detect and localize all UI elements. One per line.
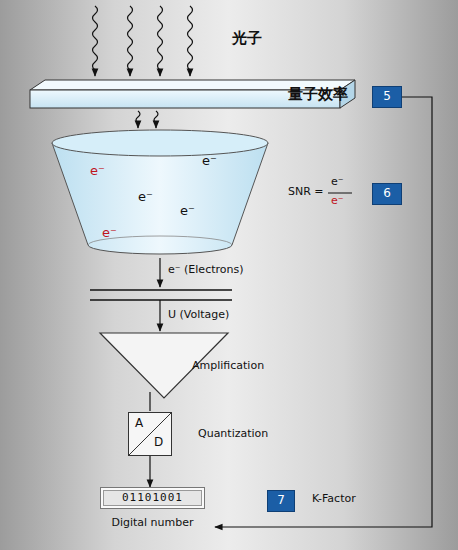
stage-label: Amplification bbox=[192, 360, 264, 373]
signal-chain bbox=[90, 258, 232, 411]
ad-converter: AD bbox=[128, 412, 172, 456]
callout-box: 7 bbox=[267, 490, 295, 512]
efficiency-label: 量子效率 bbox=[288, 86, 348, 103]
electron-symbol: e⁻ bbox=[202, 154, 217, 169]
fraction-bar bbox=[328, 193, 352, 194]
callout-number: 7 bbox=[277, 494, 285, 508]
electron-waves bbox=[136, 111, 158, 128]
callout-number: 5 bbox=[383, 90, 391, 104]
signal-label: e⁻ (Electrons) bbox=[168, 264, 244, 277]
converter-letter: A bbox=[135, 417, 143, 431]
formula-label: SNR = bbox=[288, 186, 324, 199]
electron-symbol: e⁻ bbox=[102, 226, 117, 241]
formula-numerator: e⁻ bbox=[331, 176, 344, 189]
photon-waves bbox=[93, 6, 193, 76]
pixel-well: e⁻ e⁻ e⁻ e⁻ e⁻ bbox=[50, 128, 270, 256]
display-panel: 01101001 bbox=[100, 487, 205, 509]
connector-arrow bbox=[149, 456, 150, 487]
callout-box: 5 bbox=[372, 86, 402, 108]
digital-display: 01101001Digital number bbox=[90, 487, 215, 535]
display-caption: Digital number bbox=[111, 517, 193, 530]
electron-symbol: e⁻ bbox=[138, 190, 153, 205]
formula-denominator: e⁻ bbox=[331, 195, 344, 208]
electron-symbol: e⁻ bbox=[180, 204, 195, 219]
sensor-slab bbox=[30, 80, 355, 108]
factor-label: K-Factor bbox=[312, 493, 356, 506]
converter-letter: D bbox=[154, 436, 163, 450]
electron-symbol: e⁻ bbox=[90, 164, 105, 179]
well-outline bbox=[50, 128, 270, 256]
callout-number: 6 bbox=[383, 187, 391, 201]
digital-value: 01101001 bbox=[122, 492, 183, 505]
stage-label: Quantization bbox=[198, 428, 268, 441]
signal-label: U (Voltage) bbox=[168, 309, 229, 322]
photon-label: 光子 bbox=[232, 30, 262, 47]
callout-box: 6 bbox=[372, 183, 402, 205]
